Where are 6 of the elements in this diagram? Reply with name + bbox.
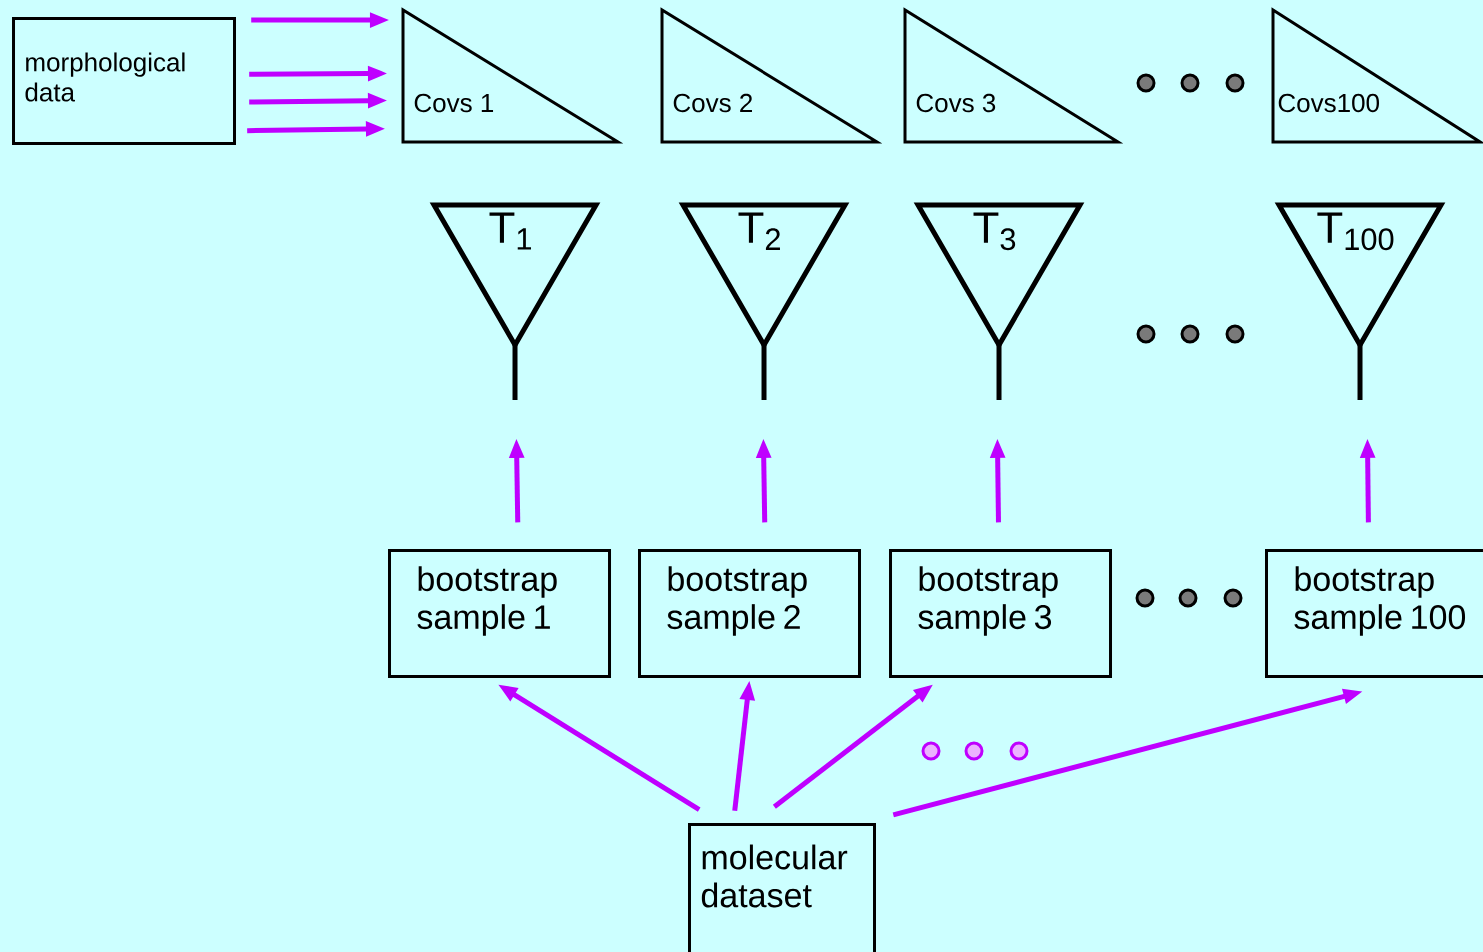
text-box: bootstrap sample 1 [388,549,611,678]
text-box: morphological data [12,17,236,145]
text-box: molecular dataset [688,823,876,952]
text-box: bootstrap sample 2 [638,549,861,678]
text-box: bootstrap sample 3 [889,549,1112,678]
text-box: bootstrap sample 100 [1265,549,1483,678]
